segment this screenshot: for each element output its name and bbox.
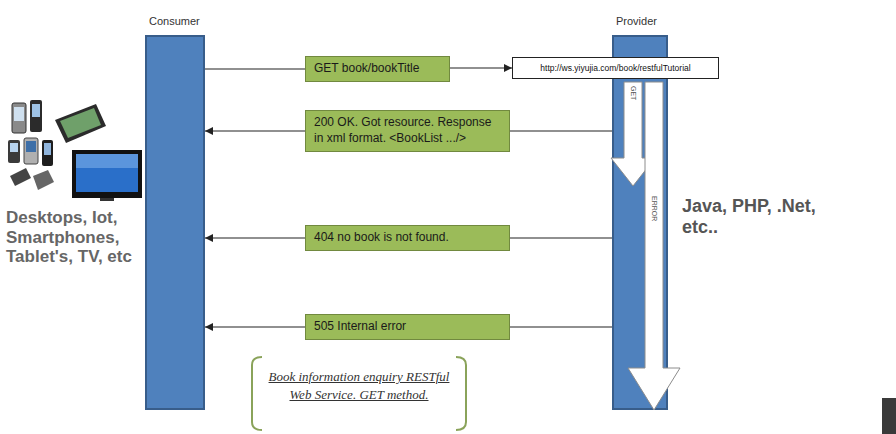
connector-arrow	[205, 130, 305, 131]
client-list: Desktops, Iot, Smartphones, Tablet's, TV…	[6, 208, 142, 267]
response-box: 200 OK. Got resource. Response in xml fo…	[305, 110, 510, 152]
box-text: 200 OK. Got resource. Response in xml fo…	[314, 115, 501, 146]
connector-arrow	[450, 67, 512, 68]
get-block-arrow	[611, 82, 655, 186]
connector-arrow	[510, 130, 612, 131]
box-text: GET book/bookTitle	[314, 61, 419, 77]
heading: Provider	[616, 15, 657, 27]
caption-brackets	[252, 357, 466, 430]
platform-list: Java, PHP, .Net, etc..	[682, 196, 832, 237]
request-box: GET book/bookTitle	[305, 56, 450, 82]
connector-arrow	[205, 68, 305, 69]
arrow-label: GET	[629, 86, 637, 100]
provider-bar: Provider	[612, 35, 668, 410]
connector-arrow	[510, 237, 612, 238]
arrow-label: ERROR	[650, 196, 658, 221]
consumer-bar: Consumer	[145, 35, 205, 410]
caption: Book information enquiry RESTful Web Ser…	[262, 368, 456, 403]
url-box: http://ws.yiyujia.com/book/restfulTutori…	[512, 57, 719, 79]
error-block-arrow	[628, 82, 680, 410]
connector-arrow	[510, 326, 612, 327]
connector-arrow	[205, 326, 305, 327]
corner-block	[882, 398, 896, 434]
response-box: 404 no book is not found.	[305, 225, 510, 251]
devices-illustration	[8, 100, 142, 201]
box-text: 404 no book is not found.	[314, 230, 449, 246]
response-box: 505 Internal error	[305, 314, 510, 340]
box-text: http://ws.yiyujia.com/book/restfulTutori…	[540, 63, 690, 73]
box-text: 505 Internal error	[314, 319, 406, 335]
heading: Consumer	[149, 15, 200, 27]
connector-arrow	[205, 237, 305, 238]
